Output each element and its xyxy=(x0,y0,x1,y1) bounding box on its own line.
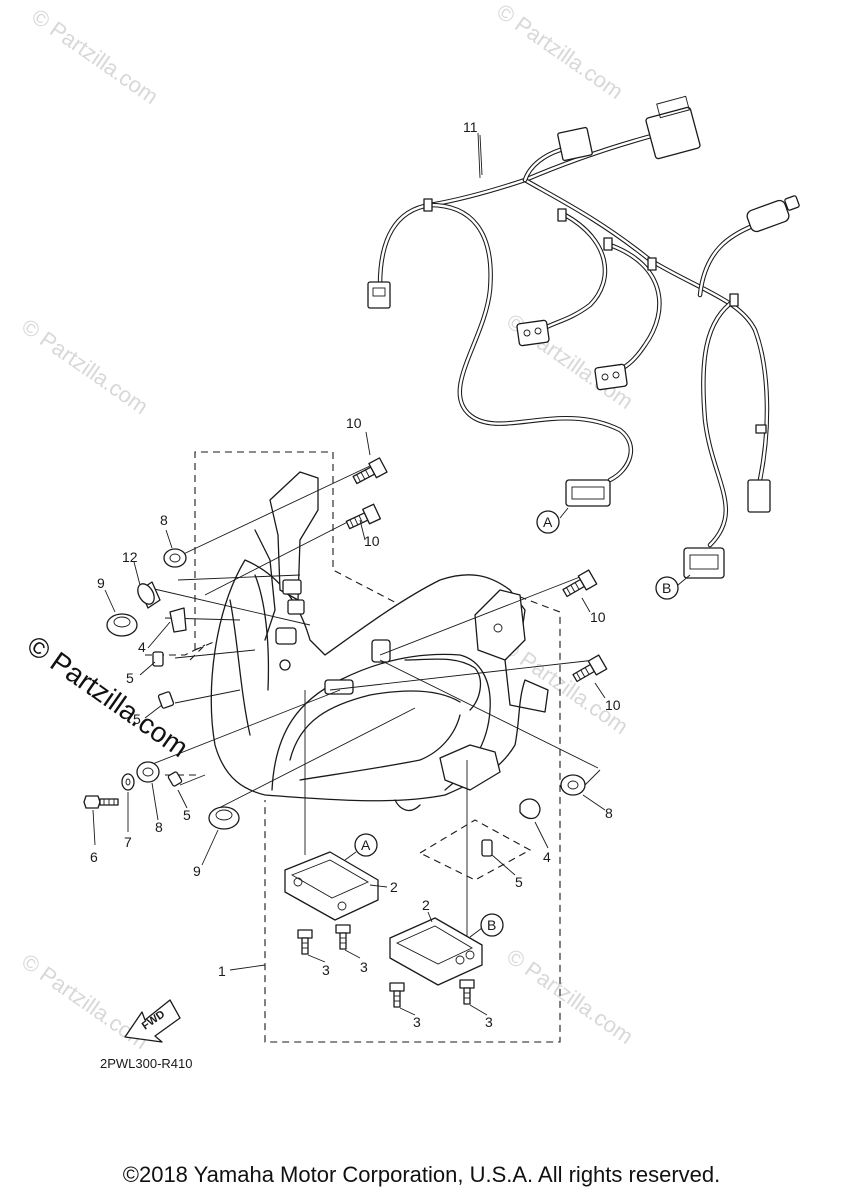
part-label-8: 8 xyxy=(605,805,613,821)
headlight-assembly xyxy=(210,471,549,812)
leader-lines xyxy=(149,464,601,940)
part-label-12: 12 xyxy=(122,549,138,565)
part-label-2: 2 xyxy=(390,879,398,895)
part-label-10: 10 xyxy=(590,609,606,625)
part-label-5: 5 xyxy=(126,670,134,686)
part-label-11: 11 xyxy=(463,119,478,135)
wire-harness xyxy=(367,95,800,579)
part-label-5: 5 xyxy=(133,711,141,727)
part-label-9: 9 xyxy=(193,863,201,879)
part-label-4: 4 xyxy=(138,639,146,655)
part-label-2: 2 xyxy=(422,897,430,913)
part-label-8: 8 xyxy=(160,512,168,528)
watermark: © Partzilla.com xyxy=(492,0,628,104)
part-labels: 11 10 10 10 10 8 8 8 12 9 9 4 4 5 5 5 5 … xyxy=(90,119,621,1030)
part-label-1: 1 xyxy=(218,963,226,979)
watermark: © Partzilla.com xyxy=(17,314,153,420)
part-label-3: 3 xyxy=(322,962,330,978)
part-label-6: 6 xyxy=(90,849,98,865)
part-label-5: 5 xyxy=(183,807,191,823)
part-label-10: 10 xyxy=(605,697,621,713)
part-label-4: 4 xyxy=(543,849,551,865)
callout-b: B xyxy=(662,580,671,596)
diagram-code: 2PWL300-R410 xyxy=(100,1056,193,1071)
callout-a: A xyxy=(543,514,553,530)
small-parts xyxy=(83,457,608,1008)
callout-leaders xyxy=(92,134,691,1016)
watermark: © Partzilla.com xyxy=(502,944,638,1050)
part-label-3: 3 xyxy=(360,959,368,975)
watermark: © Partzilla.com xyxy=(27,4,163,110)
part-label-7: 7 xyxy=(124,834,132,850)
callout-b: B xyxy=(487,917,496,933)
part-label-9: 9 xyxy=(97,575,105,591)
part-label-10: 10 xyxy=(346,415,362,431)
part-label-3: 3 xyxy=(413,1014,421,1030)
copyright-notice: ©2018 Yamaha Motor Corporation, U.S.A. A… xyxy=(122,1162,721,1187)
part-label-3: 3 xyxy=(485,1014,493,1030)
part-label-10: 10 xyxy=(364,533,380,549)
part-label-8: 8 xyxy=(155,819,163,835)
callout-a: A xyxy=(361,837,371,853)
callout-markers: A B A B xyxy=(354,510,679,937)
part-label-5: 5 xyxy=(515,874,523,890)
